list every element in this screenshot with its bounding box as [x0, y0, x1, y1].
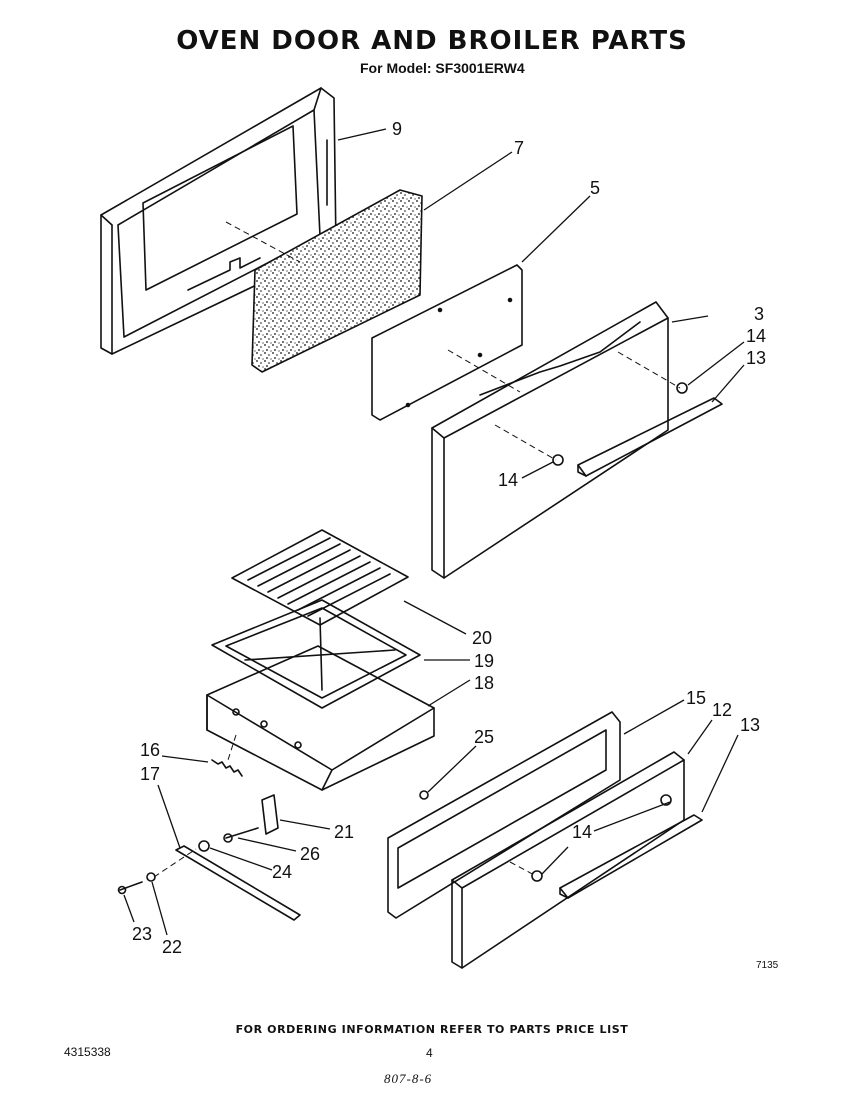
callout-15: 15 [686, 688, 706, 708]
page-number: 4 [426, 1046, 433, 1060]
callout-19: 19 [474, 651, 494, 671]
callout-14: 14 [498, 470, 518, 490]
assembly-lines [153, 221, 681, 878]
drawer-front-panel-part [451, 751, 685, 969]
callout-22: 22 [162, 937, 182, 957]
model-line: For Model: SF3001ERW4 [360, 60, 525, 76]
broiler-grid-part [231, 529, 409, 626]
callout-9: 9 [392, 119, 402, 139]
drawer-inner-panel-part [387, 711, 621, 919]
document-number: 4315338 [64, 1045, 111, 1059]
broiler-drawer-part [206, 645, 435, 791]
callout-14: 14 [572, 822, 592, 842]
callout-3: 3 [754, 304, 764, 324]
callout-20: 20 [472, 628, 492, 648]
callout-5: 5 [590, 178, 600, 198]
drawer-handle-part [559, 814, 703, 899]
callout-18: 18 [474, 673, 494, 693]
handwritten-note: 807-8-6 [384, 1071, 433, 1086]
page-title: OVEN DOOR AND BROILER PARTS [176, 26, 688, 56]
callout-7: 7 [514, 138, 524, 158]
door-handle-part [577, 397, 723, 477]
drawer-spacer-part [531, 794, 672, 882]
insulation-pad-part [251, 189, 423, 373]
callout-13: 13 [740, 715, 760, 735]
callout-23: 23 [132, 924, 152, 944]
callout-25: 25 [474, 727, 494, 747]
broiler-pan-part [211, 599, 421, 709]
bolt-part [117, 881, 143, 895]
callout-14: 14 [746, 326, 766, 346]
drawer-stop-part [419, 790, 429, 800]
handle-spacer-part [552, 382, 688, 466]
nut-part [198, 840, 210, 852]
latch-bracket-part [261, 794, 279, 835]
ordering-note: FOR ORDERING INFORMATION REFER TO PARTS … [235, 1023, 629, 1036]
screw-part [223, 827, 259, 843]
callout-12: 12 [712, 700, 732, 720]
leader-lines [123, 128, 745, 936]
callout-24: 24 [272, 862, 292, 882]
callout-16: 16 [140, 740, 160, 760]
callout-13: 13 [746, 348, 766, 368]
spring-part [211, 759, 243, 777]
slide-rail-part [175, 845, 301, 921]
callout-21: 21 [334, 822, 354, 842]
washer-part [146, 872, 156, 882]
drawing-code: 7135 [756, 960, 779, 971]
outer-oven-door-part [431, 301, 669, 579]
callout-26: 26 [300, 844, 320, 864]
callout-17: 17 [140, 764, 160, 784]
inner-glass-panel-part [371, 264, 523, 421]
